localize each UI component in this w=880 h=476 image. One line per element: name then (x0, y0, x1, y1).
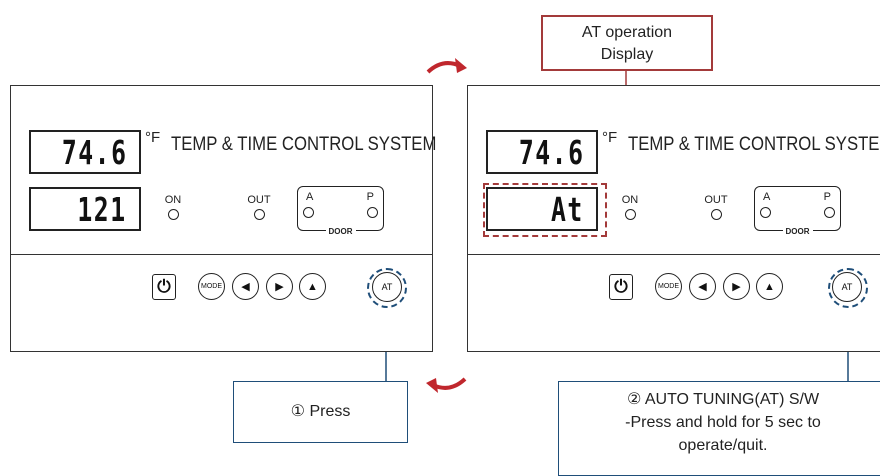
at-operation-display-callout: AT operation Display (541, 15, 713, 71)
curved-arrow-bottom-head (426, 378, 438, 393)
power-icon: ⏻ (157, 277, 171, 296)
power-icon: ⏻ (614, 277, 628, 296)
controller-panel-left: 74.6 121 °F TEMP & TIME CONTROL SYSTEM O… (10, 85, 437, 352)
door-label: DOOR (325, 227, 356, 236)
out-lamp-icon (253, 209, 265, 220)
arrow-left-icon: ◀ (241, 281, 250, 293)
on-lamp-icon (167, 209, 179, 220)
door-indicator-group: A P DOOR (297, 186, 384, 236)
at-button-highlight-left (367, 268, 407, 308)
door-p-lamp-icon (367, 207, 378, 218)
right-button[interactable]: ▶ (266, 273, 293, 300)
up-button[interactable]: ▲ (756, 273, 783, 300)
press-callout: ① Press (233, 381, 408, 443)
arrow-up-icon: ▲ (307, 280, 318, 293)
auto-line-1: ② AUTO TUNING(AT) S/W (626, 391, 820, 408)
temperature-display: 74.6 (486, 130, 598, 174)
arrow-right-icon: ▶ (275, 281, 284, 293)
panel-divider (11, 254, 432, 255)
arrow-up-icon: ▲ (764, 280, 775, 293)
out-lamp-icon (710, 209, 722, 220)
system-title: TEMP & TIME CONTROL SYSTEM (171, 134, 437, 155)
press-text: ① Press (290, 403, 351, 420)
at-display: At (486, 187, 598, 231)
door-a-lamp-icon (303, 207, 314, 218)
door-a-label: A (763, 191, 771, 203)
door-label: DOOR (782, 227, 813, 236)
power-button[interactable]: ⏻ (152, 274, 176, 300)
power-button[interactable]: ⏻ (609, 274, 633, 300)
at-button-highlight-right (828, 268, 868, 308)
callout-line-1: AT operation (581, 24, 673, 41)
at-display-highlight (483, 183, 607, 237)
temperature-display: 74.6 (29, 130, 141, 174)
curved-arrow-top-head (455, 58, 467, 73)
out-indicator: OUT (244, 194, 274, 220)
mode-button[interactable]: MODE (655, 273, 682, 300)
curved-arrow-top (426, 61, 461, 74)
system-title: TEMP & TIME CONTROL SYSTEM (628, 134, 880, 155)
door-p-label: P (366, 191, 374, 203)
door-p-label: P (823, 191, 831, 203)
door-indicator-group: A P DOOR (754, 186, 841, 236)
mode-button[interactable]: MODE (198, 273, 225, 300)
on-indicator: ON (615, 194, 645, 220)
out-indicator: OUT (701, 194, 731, 220)
unit-label: °F (602, 129, 618, 146)
curved-arrow-bottom (432, 377, 467, 390)
arrow-left-icon: ◀ (698, 281, 707, 293)
time-display: 121 (29, 187, 141, 231)
auto-tuning-callout: ② AUTO TUNING(AT) S/W -Press and hold fo… (558, 381, 880, 476)
auto-line-3: operate/quit. (678, 437, 768, 454)
controller-panel-right: 74.6 At °F TEMP & TIME CONTROL SYSTEM ON… (467, 85, 880, 352)
left-button[interactable]: ◀ (232, 273, 259, 300)
right-button[interactable]: ▶ (723, 273, 750, 300)
on-indicator: ON (158, 194, 188, 220)
door-a-label: A (306, 191, 314, 203)
on-lamp-icon (624, 209, 636, 220)
unit-label: °F (145, 129, 161, 146)
panel-divider (468, 254, 880, 255)
arrow-right-icon: ▶ (732, 281, 741, 293)
door-a-lamp-icon (760, 207, 771, 218)
up-button[interactable]: ▲ (299, 273, 326, 300)
callout-line-2: Display (600, 46, 654, 63)
door-p-lamp-icon (824, 207, 835, 218)
left-button[interactable]: ◀ (689, 273, 716, 300)
auto-line-2: -Press and hold for 5 sec to (625, 414, 821, 431)
